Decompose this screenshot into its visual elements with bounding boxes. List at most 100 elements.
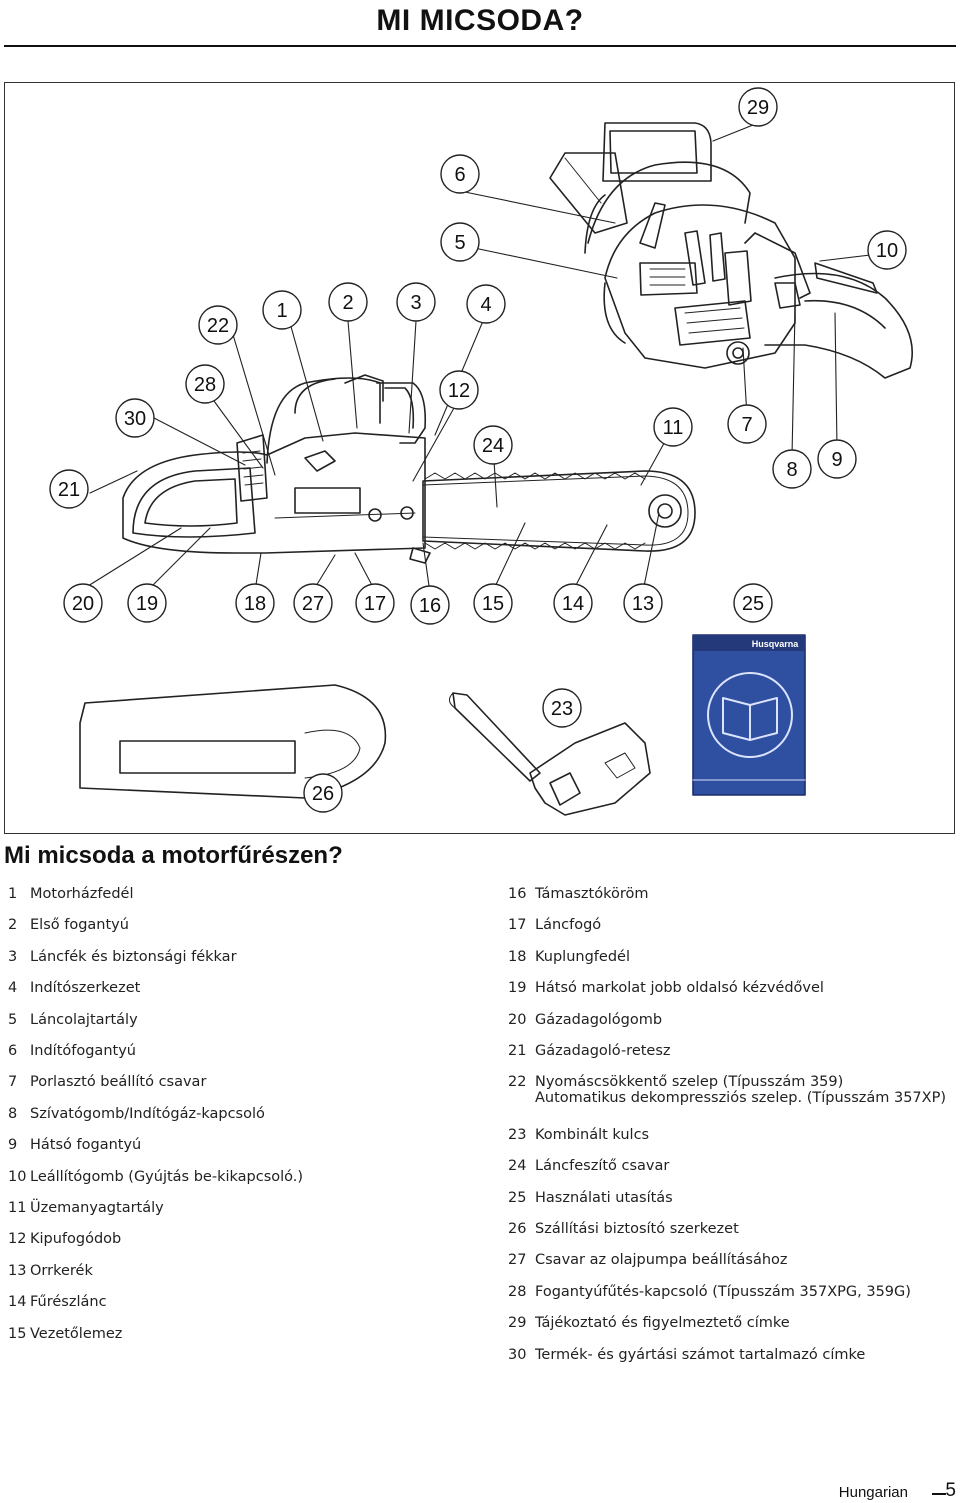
item-label: Használati utasítás (535, 1189, 673, 1206)
item-number: 20 (508, 1011, 527, 1028)
parts-figure: Husqvarna (4, 82, 955, 834)
callout-19: 19 (136, 593, 158, 615)
item-label: Láncfeszítő csavar (535, 1158, 670, 1175)
callout-15: 15 (482, 593, 504, 615)
item-label: Hátsó markolat jobb oldalsó kézvédővel (535, 980, 824, 997)
item-label: Kuplungfedél (535, 948, 630, 965)
callout-26: 26 (312, 783, 334, 805)
item-label: Motorházfedél (30, 886, 134, 902)
callout-18: 18 (244, 593, 266, 615)
callout-12: 12 (448, 380, 470, 402)
list-item: 7 Porlasztó beállító csavar (8, 1074, 206, 1090)
combination-wrench-illustration (449, 692, 651, 816)
callout-5: 5 (454, 232, 465, 254)
list-item: 24 Láncfeszítő csavar (508, 1158, 669, 1174)
item-number: 11 (8, 1200, 27, 1216)
callout-labels: 29 6 5 10 22 1 2 3 4 30 28 12 24 11 7 8 … (58, 97, 898, 805)
chainsaw-upper-illustration (549, 122, 913, 379)
item-label: Fűrészlánc (30, 1294, 107, 1311)
item-number: 17 (508, 917, 527, 934)
callout-1: 1 (276, 300, 287, 322)
callout-24: 24 (482, 435, 504, 457)
item-number: 15 (8, 1325, 27, 1342)
item-label: Üzemanyagtartály (30, 1200, 164, 1216)
item-number: 21 (508, 1043, 527, 1059)
callout-4: 4 (480, 294, 491, 316)
list-item: 20 Gázadagológomb (508, 1012, 662, 1028)
page-title: MI MICSODA? (376, 4, 584, 37)
item-number: 10 (8, 1168, 27, 1185)
callout-20: 20 (72, 593, 94, 615)
item-number: 13 (8, 1262, 27, 1279)
item-label: Szállítási biztosító szerkezet (535, 1221, 739, 1237)
callout-10: 10 (876, 240, 898, 262)
section-heading: Mi micsoda a motorfűrészen? (4, 842, 343, 869)
item-number: 30 (508, 1346, 527, 1363)
item-number: 22 (508, 1074, 527, 1091)
item-number: 8 (8, 1105, 18, 1122)
list-item: 17 Láncfogó (508, 917, 601, 933)
item-number: 12 (8, 1231, 27, 1248)
callout-17: 17 (364, 593, 386, 615)
chainsaw-lower-illustration (122, 374, 696, 564)
item-label: Első fogantyú (30, 917, 129, 934)
callout-7: 7 (741, 414, 752, 436)
callout-6: 6 (454, 164, 465, 186)
callout-25: 25 (742, 593, 764, 615)
item-number: 28 (508, 1283, 527, 1300)
leader-lines-lower (79, 320, 674, 594)
callout-23: 23 (551, 698, 573, 720)
list-item: 18 Kuplungfedél (508, 949, 630, 965)
item-number: 7 (8, 1074, 18, 1091)
item-label: Vezetőlemez (30, 1325, 123, 1342)
list-item: 16 Támasztóköröm (508, 886, 648, 902)
page-number: 5 (945, 1480, 956, 1501)
item-label: Láncfogó (535, 917, 602, 934)
callout-13: 13 (632, 593, 654, 615)
item-number: 23 (508, 1126, 527, 1143)
item-label: Hátsó fogantyú (30, 1137, 142, 1154)
item-label: Indítófogantyú (30, 1043, 136, 1059)
item-label: Tájékoztató és figyelmeztető címke (535, 1315, 790, 1332)
leader-lines-upper (459, 122, 888, 457)
item-label: Leállítógomb (Gyújtás be-kikapcsoló.) (30, 1168, 304, 1185)
manual-brand-text: Husqvarna (752, 639, 800, 649)
item-number: 24 (508, 1158, 527, 1175)
item-number: 1 (8, 886, 18, 902)
item-number: 18 (508, 948, 527, 965)
callout-16: 16 (419, 595, 441, 617)
item-number: 27 (508, 1252, 527, 1269)
item-label: Kipufogódob (30, 1231, 122, 1248)
list-item: 9 Hátsó fogantyú (8, 1137, 141, 1153)
callout-markers (49, 87, 907, 813)
item-label: Csavar az olajpumpa beállításához (535, 1252, 788, 1269)
item-label: Támasztóköröm (535, 886, 649, 902)
callout-9: 9 (831, 449, 842, 471)
item-label: Gázadagológomb (535, 1011, 663, 1028)
callout-30: 30 (124, 408, 146, 430)
list-item: 29 Tájékoztató és figyelmeztető címke (508, 1315, 790, 1331)
item-number: 29 (508, 1315, 527, 1332)
list-item: 22 Nyomáscsökkentő szelep (Típusszám 359)… (508, 1074, 946, 1106)
list-item: 19 Hátsó markolat jobb oldalsó kézvédővel (508, 980, 824, 996)
item-label: Porlasztó beállító csavar (30, 1074, 207, 1091)
item-number: 19 (508, 980, 527, 997)
item-number: 16 (508, 886, 527, 902)
item-label: Kombinált kulcs (535, 1126, 650, 1143)
callout-28: 28 (194, 374, 216, 396)
item-label: Nyomáscsökkentő szelep (Típusszám 359) (535, 1074, 844, 1091)
item-number: 5 (8, 1011, 18, 1028)
callout-14: 14 (562, 593, 584, 615)
item-number: 6 (8, 1043, 18, 1059)
item-number: 9 (8, 1137, 18, 1154)
